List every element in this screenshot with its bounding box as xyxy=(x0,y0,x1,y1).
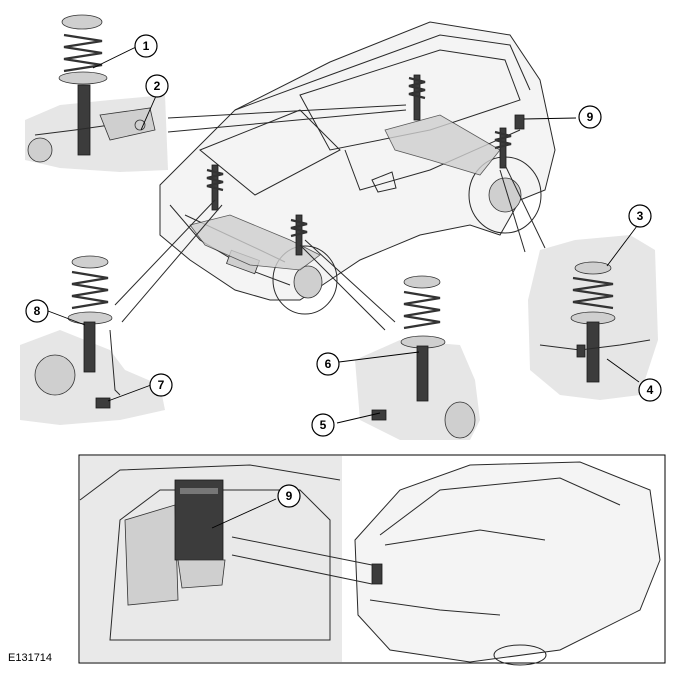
callout-4-label: 4 xyxy=(647,383,654,397)
callout-9-inset-label: 9 xyxy=(286,489,293,503)
callout-8-label: 8 xyxy=(34,304,41,318)
detail-front-strut-top-left xyxy=(25,14,168,172)
callout-7: 7 xyxy=(149,373,173,397)
callout-5: 5 xyxy=(311,413,335,437)
vehicle-main-view xyxy=(159,21,556,315)
figure-id: E131714 xyxy=(8,652,53,664)
callout-9-inset: 9 xyxy=(277,484,301,508)
callout-leaders xyxy=(47,46,640,529)
callout-5-label: 5 xyxy=(320,418,327,432)
callout-3: 3 xyxy=(628,204,652,228)
callout-3-label: 3 xyxy=(637,209,644,223)
detail-connector-lines xyxy=(114,104,546,331)
callout-1: 1 xyxy=(134,34,158,58)
callout-7-label: 7 xyxy=(158,378,165,392)
callout-9-vehicle: 9 xyxy=(578,105,602,129)
callout-9-vehicle-label: 9 xyxy=(587,110,594,124)
callout-2-label: 2 xyxy=(154,79,161,93)
callout-6-label: 6 xyxy=(325,357,332,371)
detail-front-strut-center xyxy=(355,275,480,440)
callout-6: 6 xyxy=(316,352,340,376)
detail-rear-strut-right xyxy=(528,235,658,400)
callout-8: 8 xyxy=(25,299,49,323)
detail-front-strut-mid-left xyxy=(20,255,165,425)
control-module-in-vehicle xyxy=(371,563,383,585)
callout-1-label: 1 xyxy=(143,39,150,53)
callout-4: 4 xyxy=(638,378,662,402)
inset-module-location xyxy=(78,454,666,666)
callout-2: 2 xyxy=(145,74,169,98)
